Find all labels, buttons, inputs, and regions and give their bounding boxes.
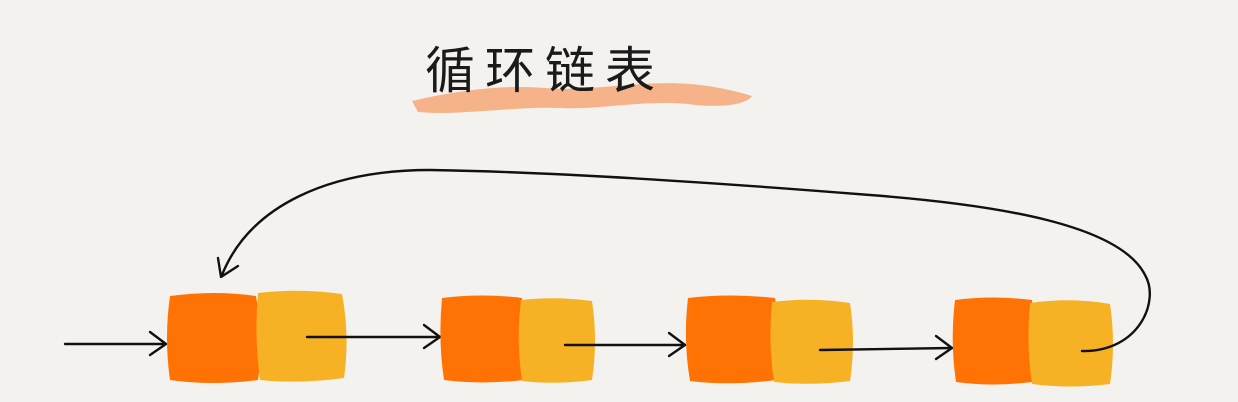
circular-back-arrow: [216, 168, 1151, 353]
next-arrow-3-4: [818, 334, 954, 361]
diagram-title: 循环链表: [425, 42, 665, 100]
node-1-data-block: [167, 293, 261, 383]
entry-arrow: [63, 330, 168, 357]
node-4-data-block: [952, 297, 1035, 385]
node-2-next-block: [518, 298, 595, 383]
title-highlight: [412, 83, 752, 113]
next-arrow-1-2: [305, 323, 442, 350]
node-1-next-block: [256, 290, 347, 382]
list-node-3: [685, 295, 853, 384]
node-3-next-block: [770, 299, 853, 384]
list-node-4: [952, 297, 1113, 387]
list-node-2: [440, 295, 595, 383]
node-3-data-block: [685, 295, 779, 384]
node-4-next-block: [1028, 300, 1113, 387]
list-node-1: [167, 290, 347, 383]
node-2-data-block: [440, 295, 526, 383]
next-arrow-2-3: [563, 331, 687, 358]
